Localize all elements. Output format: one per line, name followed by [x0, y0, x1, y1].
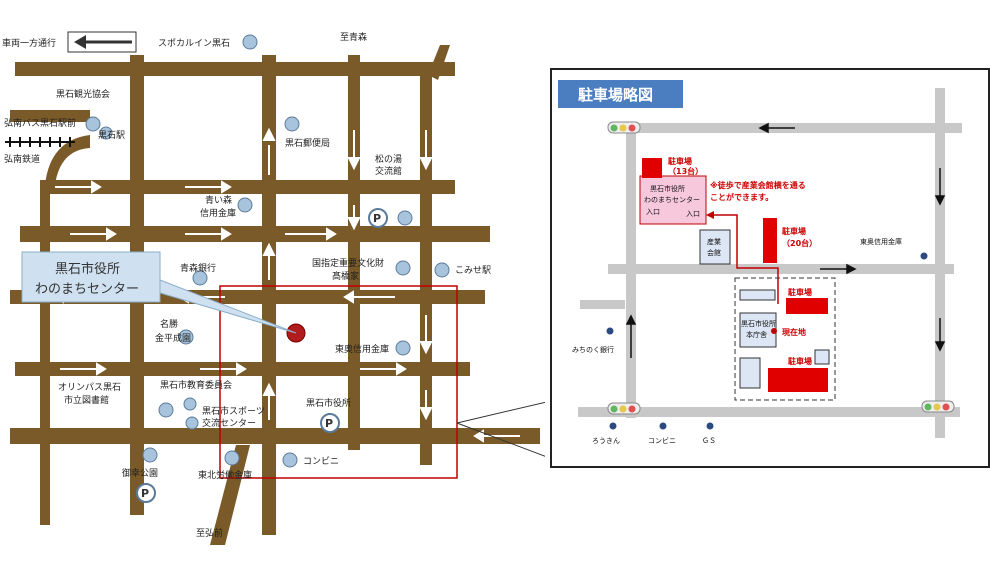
- sangyo-label2: 会館: [707, 248, 721, 257]
- entrance-label: 入口: [646, 208, 660, 216]
- sports-center-label2: 交流センター: [202, 417, 256, 429]
- conveni-label: コンビニ: [648, 436, 676, 445]
- map-labels: 車両一方通行 スポカルイン黒石 至青森 黒石観光協会 弘南バス黒石駅前 黒石駅 …: [2, 31, 491, 539]
- walk-route: [710, 214, 779, 304]
- kuroishi-station-label: 黒石駅: [98, 130, 125, 141]
- takahashi-label2: 髙橋家: [332, 270, 359, 282]
- entrance-label2: 入口: [686, 210, 700, 218]
- kinpei-label: 名勝: [160, 318, 178, 330]
- to-aomori-label: 至青森: [340, 31, 367, 43]
- city-hall-callout: [21, 251, 161, 303]
- library-label2: 市立図書館: [64, 394, 109, 406]
- current-location-label: 現在地: [782, 327, 806, 337]
- post-office-label: 黒石郵便局: [285, 137, 330, 149]
- wano-name1: 黒石市役所: [650, 184, 685, 193]
- konan-railway-label: 弘南鉄道: [4, 153, 40, 165]
- callout-title: 黒石市役所: [55, 261, 120, 277]
- one-way-label: 車両一方通行: [2, 37, 56, 49]
- parking-20-label: 駐車場: [782, 226, 806, 236]
- parking-b-label: 駐車場: [788, 356, 812, 366]
- matsunoyu-label2: 交流館: [375, 165, 402, 177]
- aomori-bank-label: 青森銀行: [180, 262, 216, 274]
- edu-board-label: 黒石市教育委員会: [160, 379, 232, 391]
- callout-line: [456, 401, 545, 424]
- lawson-label: ろうきん: [592, 437, 620, 445]
- traffic-lights: [607, 121, 955, 415]
- konan-bus-label: 弘南バス黒石駅前: [4, 117, 76, 129]
- sports-center-label: 黒石市スポーツ: [202, 405, 265, 417]
- city-hall-main: [739, 312, 777, 348]
- touou-bank-label: 東奥信用金庫: [335, 343, 389, 355]
- michinoku-label: みちのく銀行: [572, 345, 614, 354]
- town-map: P P P 黒石市役所 わのまちセンター 車両一方通行 スポカルイン黒石 至青森…: [2, 31, 545, 545]
- parking-icon: P: [373, 212, 381, 225]
- convenience-label: コンビニ: [303, 456, 339, 467]
- current-location-marker: [771, 328, 777, 334]
- walk-note1: ※徒歩で産業会館横を通る: [710, 180, 806, 190]
- parking-20: [763, 218, 777, 263]
- gs-label: ＧＳ: [702, 437, 716, 445]
- parking-icon: P: [325, 417, 333, 430]
- aoimori-label2: 信用金庫: [200, 207, 236, 219]
- parking-area-frame: [219, 285, 458, 479]
- tohoku-bank-label: 東北労働金庫: [198, 469, 252, 481]
- touou-label: 東奥信用金庫: [860, 237, 902, 246]
- onari-park-label: 御幸公園: [122, 467, 158, 479]
- callout-subtitle: わのまちセンター: [35, 282, 139, 297]
- sangyo-label1: 産業: [707, 237, 721, 246]
- landmark-markers: [85, 34, 450, 468]
- detail-landmarks: [606, 252, 928, 430]
- tourism-assoc-label: 黒石観光協会: [56, 88, 110, 100]
- aoimori-label: 青い森: [205, 194, 232, 206]
- city-hall-block: [734, 277, 836, 401]
- to-hirosaki-label: 至弘前: [196, 527, 223, 539]
- parking-13-label: 駐車場: [668, 156, 692, 166]
- parking-icon: P: [141, 487, 149, 500]
- parking-a-label: 駐車場: [788, 287, 812, 297]
- library-label: オリンパス黒石: [58, 382, 121, 393]
- honcho-label2: 本庁舎: [746, 330, 767, 339]
- matsunoyu-label: 松の湯: [375, 153, 402, 165]
- city-hall-label: 黒石市役所: [306, 397, 351, 409]
- roads: [10, 45, 540, 545]
- parking-a: [786, 298, 828, 314]
- parking-b: [768, 368, 828, 392]
- detail-arrows: [625, 122, 946, 358]
- title-box: [558, 80, 683, 108]
- wanomachi-center: [639, 175, 707, 225]
- honcho-label1: 黒石市役所: [741, 319, 776, 328]
- kinpei-label2: 金平成園: [155, 332, 191, 344]
- komise-label: こみせ駅: [455, 265, 491, 276]
- parking-detail-map: 駐車場略図 黒石市役所 わのまちセンター 入口 入口 駐車場 （13台） ※徒歩…: [550, 68, 990, 468]
- parking-markers: [136, 208, 388, 503]
- walk-note2: ことができます。: [710, 192, 773, 202]
- sangyo-kaikan: [699, 229, 731, 265]
- sports-inn-label: スポカルイン黒石: [158, 38, 230, 49]
- page-title: 駐車場略図: [578, 86, 653, 104]
- wano-name2: わのまちセンター: [644, 195, 700, 204]
- takahashi-label: 国指定重要文化財: [312, 257, 384, 269]
- railway: [5, 137, 75, 147]
- parking-13-count: （13台）: [668, 166, 703, 176]
- parking-20-count: （20台）: [782, 238, 817, 248]
